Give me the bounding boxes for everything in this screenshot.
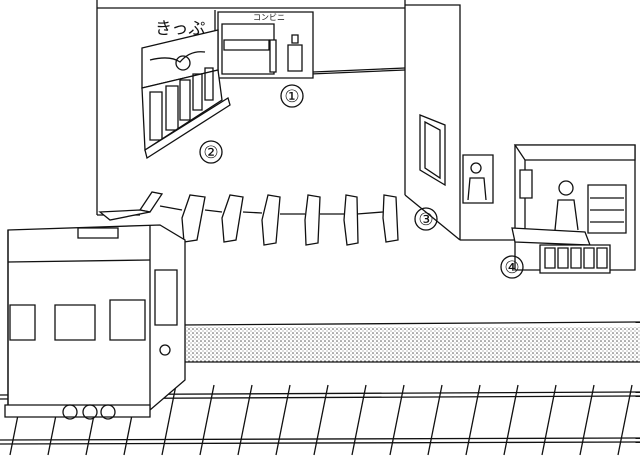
marker-2: ② xyxy=(200,141,222,163)
platform-edge xyxy=(180,322,640,362)
marker-4-label: ④ xyxy=(504,258,519,278)
rail-sleeper xyxy=(390,385,404,455)
rail-sleeper xyxy=(162,385,176,455)
rail-sleeper xyxy=(618,385,632,455)
rail-sleeper xyxy=(428,385,442,455)
convenience-store: コンビニ xyxy=(218,12,405,78)
kiosk xyxy=(512,145,635,273)
ticket-sign: きっぷ xyxy=(155,19,205,39)
marker-1-label: ① xyxy=(284,87,299,107)
marker-1: ① xyxy=(281,85,303,107)
marker-2-label: ② xyxy=(203,143,218,163)
rail-sleeper xyxy=(504,385,518,455)
rail-sleeper xyxy=(466,385,480,455)
ticket-gates xyxy=(100,192,398,245)
rail-sleeper xyxy=(314,385,328,455)
marker-3: ③ xyxy=(415,208,437,230)
rail-sleeper xyxy=(352,385,366,455)
marker-3-label: ③ xyxy=(418,210,433,230)
rail-sleeper xyxy=(200,385,214,455)
rail-sleeper xyxy=(238,385,252,455)
train xyxy=(5,225,185,419)
rail-tracks xyxy=(0,385,640,455)
marker-4: ④ xyxy=(501,256,523,278)
rail-sleeper xyxy=(276,385,290,455)
convenience-store-sign: コンビニ xyxy=(253,13,285,22)
rail-sleeper xyxy=(542,385,556,455)
ticket-machines: きっぷ xyxy=(142,19,230,158)
rail-sleeper xyxy=(580,385,594,455)
wall-posters xyxy=(420,115,493,203)
